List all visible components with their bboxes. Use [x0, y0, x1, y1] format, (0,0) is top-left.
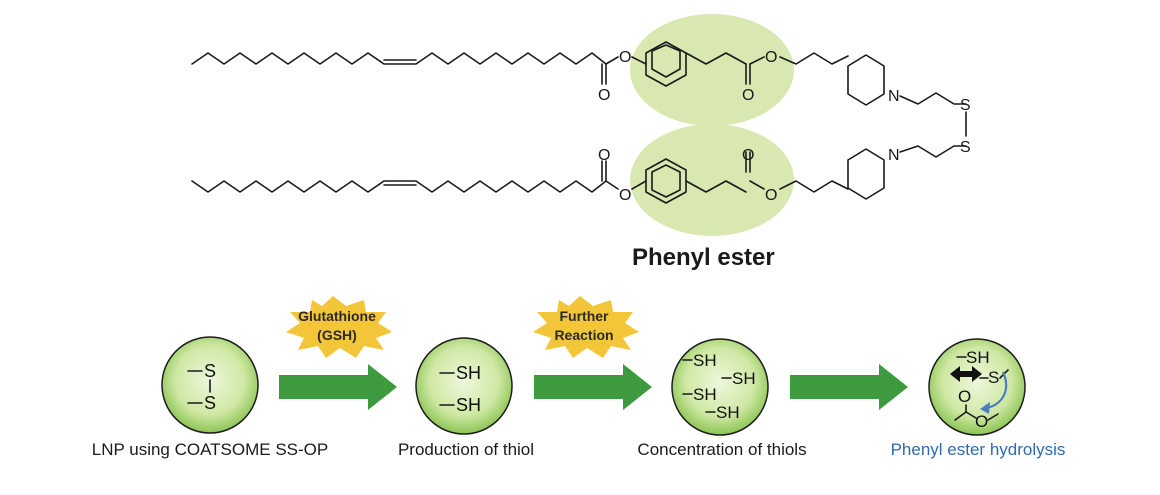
particle-2-sh-top: SH	[456, 363, 481, 383]
particle-1-s-bottom: S	[204, 393, 216, 413]
glutathione-label-line1: Glutathione	[298, 308, 376, 324]
atom-o-bottom-ester-2: O	[765, 187, 777, 204]
further-reaction-label-line1: Further	[560, 308, 610, 324]
atom-o-top-carbonyl: O	[598, 87, 610, 104]
particle-4-o-ester: O	[975, 412, 988, 431]
particle-4-o-carbonyl: O	[958, 387, 971, 406]
process-arrow-1	[279, 364, 397, 410]
particle-3-sh-3: SH	[693, 385, 717, 404]
further-reaction-burst	[533, 296, 639, 358]
phenyl-ester-label: Phenyl ester	[632, 244, 775, 271]
exchange-double-arrow	[950, 366, 982, 382]
bottom-lipid-chain	[191, 145, 967, 204]
particle-3-sh-4: SH	[716, 403, 740, 422]
particle-hydrolysis	[928, 338, 1026, 436]
further-reaction-label-line2: Reaction	[554, 327, 613, 343]
glutathione-label-line2: (GSH)	[317, 327, 357, 343]
top-lipid-chain	[191, 41, 967, 106]
particle-4-s: S	[988, 368, 999, 387]
atom-n-top: N	[888, 88, 900, 105]
caption-thiol-production: Production of thiol	[397, 440, 535, 459]
particle-2-sh-bottom: SH	[456, 395, 481, 415]
caption-phenyl-ester-hydrolysis: Phenyl ester hydrolysis	[890, 440, 1066, 459]
atom-o-bottom-carbonyl: O	[598, 147, 610, 164]
particle-3-sh-1: SH	[693, 351, 717, 370]
process-arrow-3	[790, 364, 908, 410]
atom-o-top-carbonyl-2: O	[742, 87, 754, 104]
atom-s-top: S	[960, 97, 971, 114]
atom-n-bottom: N	[888, 147, 900, 164]
atom-o-top-ester: O	[619, 49, 631, 66]
hydrolysis-arrowhead	[980, 402, 990, 414]
atom-o-bottom-ester: O	[619, 187, 631, 204]
particle-3-sh-2: SH	[732, 369, 756, 388]
particle-4-sh: SH	[966, 348, 990, 367]
phenyl-ester-highlight-bottom	[630, 124, 794, 236]
atom-s-bottom: S	[960, 139, 971, 156]
caption-thiol-concentration: Concentration of thiols	[637, 440, 807, 459]
particle-1-s-top: S	[204, 361, 216, 381]
particle-thiols	[415, 337, 513, 435]
atom-o-bottom-carbonyl-2: O	[742, 147, 754, 164]
caption-lnp: LNP using COATSOME SS-OP	[91, 440, 329, 459]
particle-concentrated-thiols	[671, 338, 769, 436]
atom-o-top-ester-2: O	[765, 49, 777, 66]
glutathione-burst	[286, 296, 392, 358]
process-arrow-2	[534, 364, 652, 410]
phenyl-ester-highlight-top	[630, 14, 794, 126]
